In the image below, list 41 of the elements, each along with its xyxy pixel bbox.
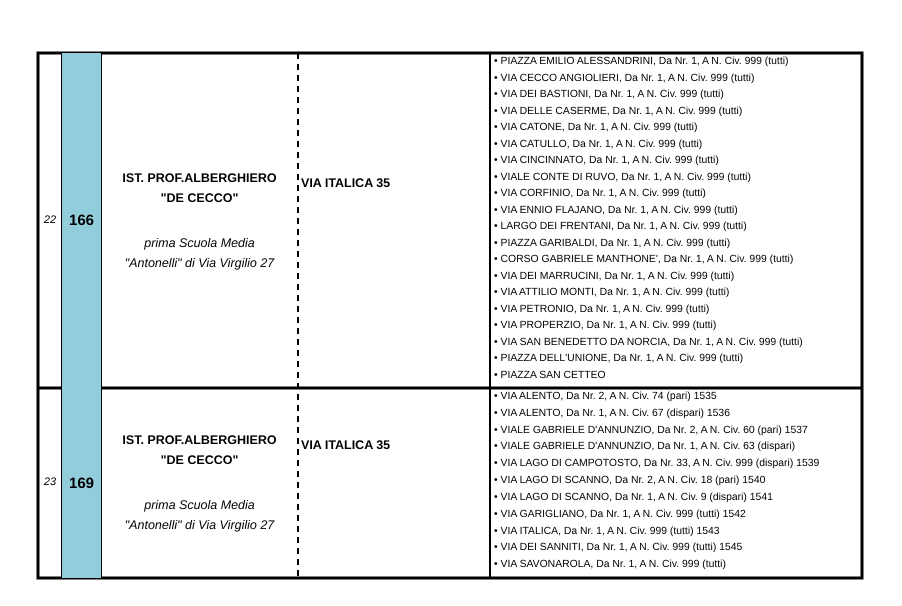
street-entry: • PIAZZA SAN CETTEO (494, 370, 606, 382)
street-entry: • VIA ITALICA, Da Nr. 1, A N. Civ. 999 (tutti) 1543 (494, 526, 720, 538)
street-entry: • VIA LAGO DI SCANNO, Da Nr. 1, A N. Civ. 9 (dispari) 1541 (494, 492, 773, 504)
street-entry: • VIA LAGO DI SCANNO, Da Nr. 2, A N. Civ. 18 (pari) 1540 (494, 475, 766, 488)
school-name: IST. PROF.ALBERGHIERO "DE CECCO" (121, 170, 278, 206)
street-entry: • VIA CATULLO, Da Nr. 1, A N. Civ. 999 (tutti) (494, 138, 702, 150)
street-entry: • VIA SAN BENEDETTO DA NORCIA, Da Nr. 1, A N. Civ. 999 (tutti) (494, 336, 803, 348)
street-entry: • VIA ALENTO, Da Nr. 1, A N. Civ. 67 (dispari) 1536 (494, 408, 730, 420)
former-school-note: prima Scuola Media "Antonelli" di Via Virgilio 27 (124, 497, 276, 534)
street-entry: • VIA ALENTO, Da Nr. 2, A N. Civ. 74 (pari) 1535 (494, 391, 717, 403)
row-number: 22 (42, 214, 58, 226)
row-number: 23 (42, 476, 58, 488)
street-entry: • VIA CATONE, Da Nr. 1, A N. Civ. 999 (tutti) (494, 122, 698, 134)
street-entry: • PIAZZA EMILIO ALESSANDRINI, Da Nr. 1, A N. Civ. 999 (tutti) (494, 56, 788, 68)
street-entry: • VIA CECCO ANGIOLIERI, Da Nr. 1, A N. Civ. 999 (tutti) (494, 72, 754, 84)
street-entry: • VIA LAGO DI CAMPOTOSTO, Da Nr. 33, A N. Civ. 999 (dispari) 1539 (494, 458, 820, 470)
street-entry: • VIA DEI BASTIONI, Da Nr. 1, A N. Civ. 999 (tutti) (494, 89, 724, 101)
section-number: 169 (62, 388, 101, 578)
street-entry: • VIALE CONTE DI RUVO, Da Nr. 1, A N. Civ. 999 (tutti) (494, 172, 751, 184)
polling-address: VIA ITALICA 35 (301, 438, 390, 452)
street-entry: • VIA PROPERZIO, Da Nr. 1, A N. Civ. 999 (tutti) (494, 320, 716, 332)
street-entry: • LARGO DEI FRENTANI, Da Nr. 1, A N. Civ. 999 (tutti) (494, 221, 747, 233)
street-entry: • VIA GARIGLIANO, Da Nr. 1, A N. Civ. 999 (tutti) 1542 (494, 508, 746, 521)
street-entry: • PIAZZA GARIBALDI, Da Nr. 1, A N. Civ. 999 (tutti) (494, 238, 730, 250)
street-entry: • VIA SAVONAROLA, Da Nr. 1, A N. Civ. 999 (tutti) (494, 559, 726, 572)
school-name: IST. PROF.ALBERGHIERO "DE CECCO" (121, 432, 278, 469)
street-entry: • VIA ENNIO FLAJANO, Da Nr. 1, A N. Civ. 999 (tutti) (494, 204, 738, 216)
street-entry: • VIA CINCINNATO, Da Nr. 1, A N. Civ. 999 (tutti) (494, 155, 719, 167)
street-entry: • VIALE GABRIELE D'ANNUNZIO, Da Nr. 2, A N. Civ. 60 (pari) 1537 (494, 424, 808, 437)
street-entry: • VIA DEI MARRUCINI, Da Nr. 1, A N. Civ. 999 (tutti) (494, 270, 734, 282)
street-entry: • CORSO GABRIELE MANTHONE', Da Nr. 1, A N. Civ. 999 (tutti) (494, 254, 794, 266)
street-entry: • VIA DELLE CASERME, Da Nr. 1, A N. Civ. 999 (tutti) (494, 106, 742, 118)
street-entry: • VIA DEI SANNITI, Da Nr. 1, A N. Civ. 999 (tutti) 1545 (494, 542, 742, 554)
street-entry: • VIA ATTILIO MONTI, Da Nr. 1, A N. Civ. 999 (tutti) (494, 287, 730, 299)
polling-address: VIA ITALICA 35 (301, 176, 390, 190)
section-number: 166 (62, 53, 101, 388)
street-entry: • VIA CORFINIO, Da Nr. 1, A N. Civ. 999 (tutti) (494, 188, 706, 200)
street-entry: • PIAZZA DELL'UNIONE, Da Nr. 1, A N. Civ. 999 (tutti) (494, 353, 744, 365)
street-entry: • VIALE GABRIELE D'ANNUNZIO, Da Nr. 1, A N. Civ. 63 (dispari) (494, 441, 796, 454)
street-entry: • VIA PETRONIO, Da Nr. 1, A N. Civ. 999 (tutti) (494, 304, 710, 316)
former-school-note: prima Scuola Media "Antonelli" di Via Virgilio 27 (124, 234, 276, 272)
